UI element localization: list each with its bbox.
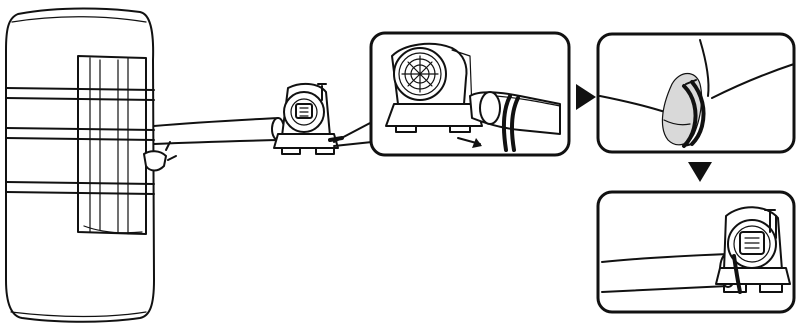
arrow-right-icon xyxy=(576,84,596,110)
zoom-pointer xyxy=(334,122,372,146)
inflatable-bag-icon xyxy=(6,9,176,322)
blower-connected-icon xyxy=(274,84,342,154)
blower-detail-icon xyxy=(371,33,569,155)
tube-strap-icon xyxy=(598,34,794,152)
air-hose xyxy=(154,118,284,144)
blower-installed-icon xyxy=(598,192,794,312)
arrow-down-icon xyxy=(688,162,712,182)
